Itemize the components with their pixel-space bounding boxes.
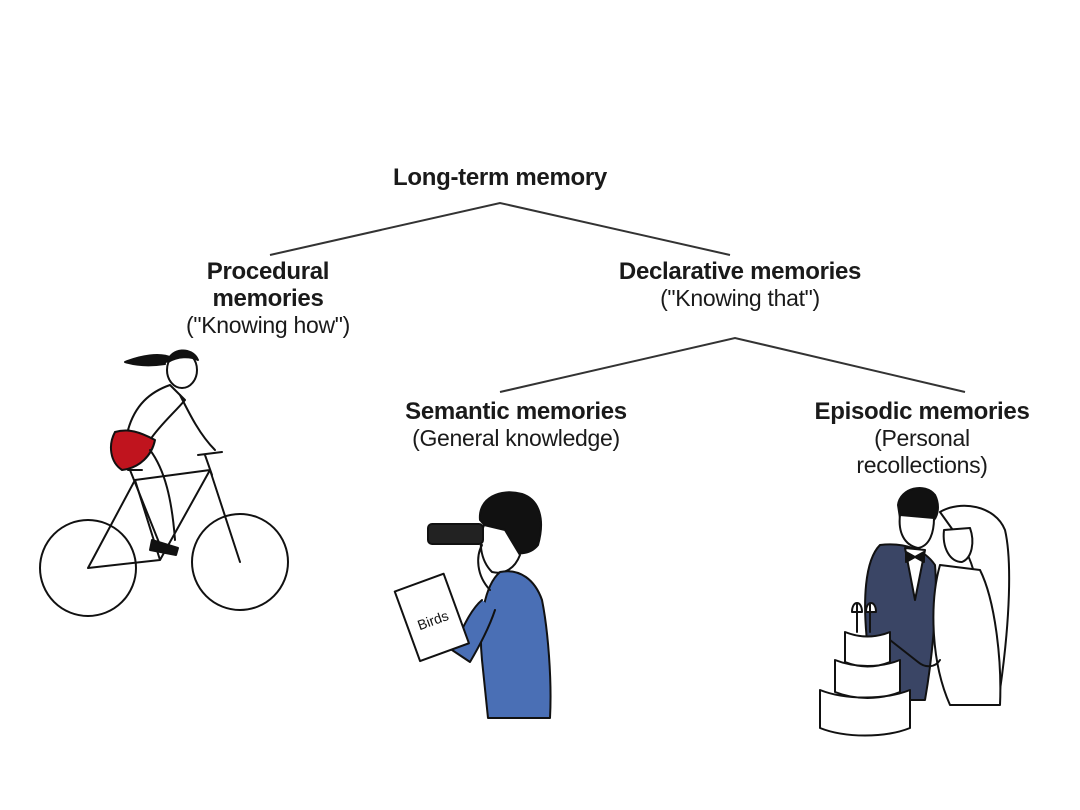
node-title: Long-term memory [393,164,607,191]
node-subtitle-line2: recollections) [856,452,988,478]
bicycle-rear-wheel-icon [39,519,137,617]
hair-top-icon [167,349,199,363]
binoculars-icon [427,523,484,545]
cake-topper-icon [851,602,877,633]
cake-icon [819,631,911,737]
leg-icon [129,449,176,546]
node-subtitle: ("Knowing that") [660,285,820,311]
hair-icon [124,354,173,367]
knife-hand-icon [889,639,941,668]
student-raised-arm-icon [477,544,491,591]
bicycle-frame-icon [87,451,241,569]
arm-icon [179,394,216,451]
connector-root [269,201,731,256]
node-episodic-memories: Episodic memories (Personal recollection… [815,398,1030,479]
student-illustration: Birds [393,491,552,719]
book-icon: Birds [393,572,470,663]
bride-dress-icon [932,564,1002,706]
shorts-icon [109,429,156,471]
cyclist-illustration [39,349,289,617]
node-title: Episodic memories [814,398,1030,425]
node-subtitle: ("Knowing how") [186,312,350,338]
node-subtitle: (General knowledge) [412,425,620,451]
bride-face-icon [942,527,974,563]
bicycle-front-wheel-icon [191,513,289,611]
node-procedural-memories: Procedural memories ("Knowing how") [186,258,350,339]
node-long-term-memory: Long-term memory [393,164,607,191]
groom-face-icon [898,514,935,549]
student-shirt-icon [479,570,552,719]
node-title: Declarative memories [618,258,862,285]
connector-declarative [499,336,966,393]
node-title: Semantic memories [405,398,627,425]
wedding-couple-illustration [819,486,1011,737]
node-title-line2: memories [212,285,324,312]
node-declarative-memories: Declarative memories ("Knowing that") [619,258,861,312]
node-title-line1: Procedural [206,258,330,285]
node-semantic-memories: Semantic memories (General knowledge) [405,398,627,452]
shoe-icon [149,539,179,556]
bow-tie-icon [905,551,925,563]
node-subtitle-line1: (Personal [874,425,970,451]
groom-shirt-icon [904,547,926,601]
